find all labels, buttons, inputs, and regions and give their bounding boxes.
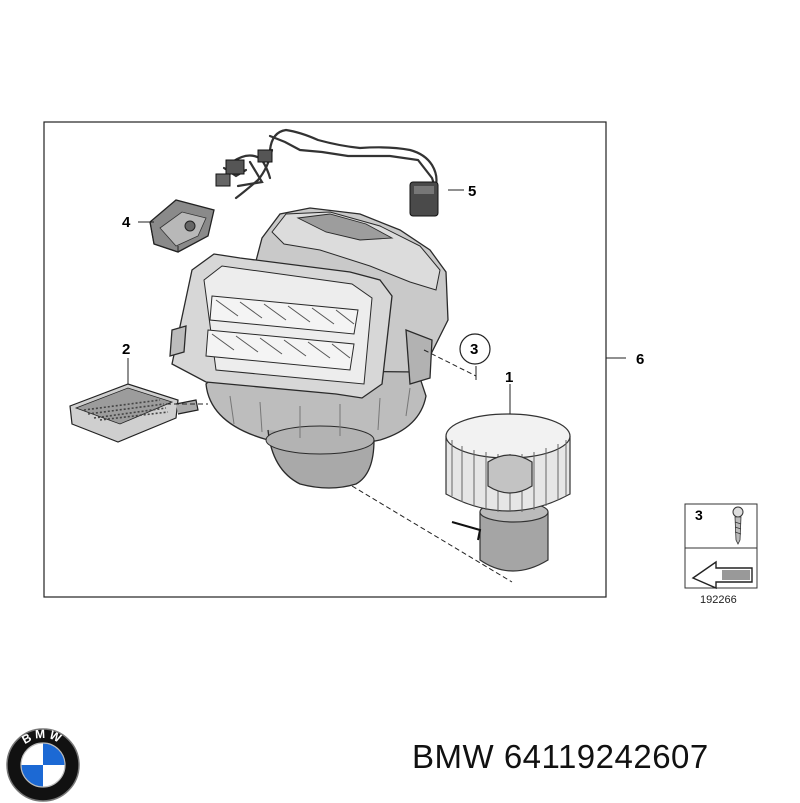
bmw-logo-icon: BMW xyxy=(6,727,80,802)
callout-3-circle xyxy=(459,333,491,365)
part-2-resistor xyxy=(69,383,199,443)
part-6-blower-housing xyxy=(169,207,449,489)
callout-1: 1 xyxy=(505,369,513,386)
callout-5: 5 xyxy=(468,183,476,200)
part-number: 64119242607 xyxy=(503,738,709,775)
connector-5 xyxy=(215,149,439,217)
screw-icon xyxy=(732,506,744,545)
callout-6: 6 xyxy=(636,351,644,368)
legend-item-number: 3 xyxy=(695,507,703,523)
part-1-blower-motor xyxy=(445,413,571,572)
logo-lettering: BMW xyxy=(19,727,66,747)
callout-2: 2 xyxy=(122,341,130,358)
callout-4: 4 xyxy=(122,214,131,231)
part-caption: BMW 64119242607 xyxy=(412,738,792,788)
part-4-servo-motor xyxy=(149,199,215,253)
part-5-wiring-harness xyxy=(222,128,438,202)
callout-leaders xyxy=(127,189,626,414)
brand-name: BMW xyxy=(412,738,495,775)
legend-box: 3 xyxy=(684,503,758,590)
arrow-icon xyxy=(691,560,753,590)
diagram-frame xyxy=(43,121,607,598)
diagram-id: 192266 xyxy=(700,594,737,606)
dashed-leaders xyxy=(166,349,513,583)
callout-3: 3 xyxy=(470,341,478,358)
